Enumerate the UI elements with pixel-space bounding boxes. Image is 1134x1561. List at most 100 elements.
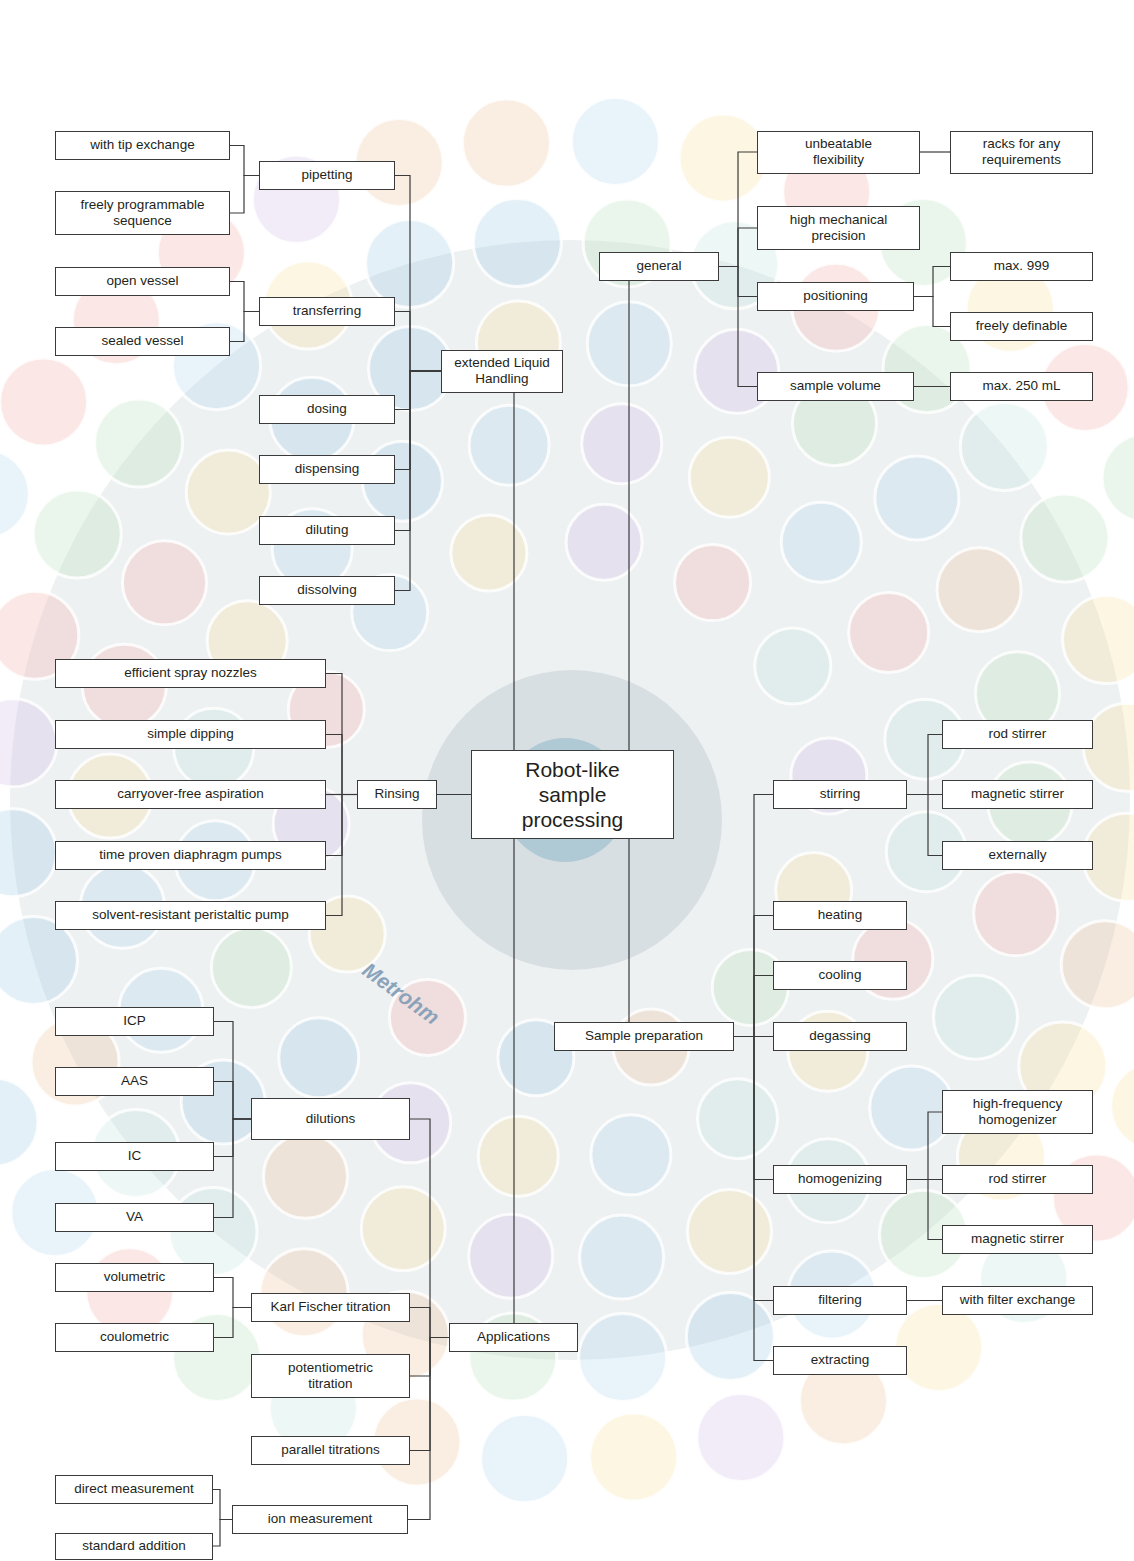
topic-box: magnetic stirrer: [942, 780, 1093, 809]
node-text: high-frequency homogenizer: [948, 1096, 1087, 1128]
connector-line: [326, 795, 357, 916]
node-text: standard addition: [82, 1538, 186, 1554]
connector-line: [213, 1520, 232, 1547]
topic-box: sample volume: [757, 372, 914, 401]
vial: [590, 1413, 678, 1501]
topic-box: dosing: [259, 395, 395, 424]
connector-line: [214, 1278, 251, 1308]
node-text: AAS: [121, 1073, 148, 1089]
node-text: max. 250 mL: [982, 378, 1060, 394]
topic-box: with filter exchange: [942, 1286, 1093, 1315]
node-text: transferring: [293, 303, 361, 319]
connector-line: [513, 393, 514, 751]
vial: [123, 541, 207, 625]
connector-line: [395, 371, 441, 470]
topic-box: ICP: [55, 1007, 214, 1036]
connector-line: [395, 371, 441, 531]
vial: [582, 404, 662, 484]
connector-line: [734, 916, 773, 1037]
vial: [0, 809, 56, 897]
connector-line: [214, 1082, 251, 1120]
topic-box: volumetric: [55, 1263, 214, 1292]
vial: [264, 1134, 348, 1218]
node-text: unbeatable flexibility: [786, 136, 891, 168]
vial: [1102, 434, 1134, 522]
vial: [580, 1215, 664, 1299]
topic-box: max. 999: [950, 252, 1093, 281]
connector-line: [719, 267, 757, 387]
node-text: positioning: [803, 288, 868, 304]
topic-box: general: [599, 252, 719, 281]
node-text: max. 999: [994, 258, 1050, 274]
topic-box: freely definable: [950, 312, 1093, 341]
vial: [478, 1116, 558, 1196]
connector-line: [395, 176, 441, 372]
topic-box: externally: [942, 841, 1093, 870]
topic-box: ion measurement: [232, 1505, 408, 1534]
connector-line: [230, 282, 259, 312]
node-text: parallel titrations: [281, 1442, 379, 1458]
connector-line: [628, 281, 629, 750]
vial: [0, 1078, 38, 1166]
vial: [937, 548, 1021, 632]
tray-hub: [422, 670, 722, 970]
connector-line: [907, 1180, 942, 1240]
topic-box: simple dipping: [55, 720, 326, 749]
topic-box: homogenizing: [773, 1165, 907, 1194]
vial: [0, 450, 29, 538]
vial: [1021, 494, 1109, 582]
vial-rings: [0, 98, 1134, 1503]
topic-box: extracting: [773, 1346, 907, 1375]
node-text: degassing: [809, 1028, 871, 1044]
topic-box: diluting: [259, 516, 395, 545]
vial: [755, 628, 831, 704]
node-text: freely definable: [976, 318, 1068, 334]
vial: [451, 515, 527, 591]
connector-line: [230, 176, 259, 214]
vial: [0, 699, 57, 787]
topic-box: stirring: [773, 780, 907, 809]
topic-box: positioning: [757, 282, 914, 311]
node-text: dosing: [307, 401, 347, 417]
node-text: time proven diaphragm pumps: [99, 847, 281, 863]
topic-box: sealed vessel: [55, 327, 230, 356]
connector-line: [395, 371, 441, 591]
vial: [481, 1414, 569, 1502]
topic-box: with tip exchange: [55, 131, 230, 160]
node-text: dissolving: [297, 582, 356, 598]
vial: [679, 114, 767, 202]
vial: [469, 1214, 553, 1298]
topic-box: potentiometric titration: [251, 1354, 410, 1398]
node-text: VA: [126, 1209, 143, 1225]
topic-box: high mechanical precision: [757, 206, 920, 250]
connector-line: [628, 839, 629, 1022]
vial: [698, 1079, 778, 1159]
vial: [1061, 921, 1134, 1009]
central-topic-box: Robot-like sample processing: [471, 750, 674, 839]
node-text: racks for any requirements: [956, 136, 1087, 168]
node-text: diluting: [306, 522, 349, 538]
vial: [566, 504, 642, 580]
vial: [781, 502, 861, 582]
topic-box: pipetting: [259, 161, 395, 190]
node-text: pipetting: [301, 167, 352, 183]
node-text: rod stirrer: [989, 1171, 1047, 1187]
topic-box: rod stirrer: [942, 720, 1093, 749]
connector-line: [914, 267, 950, 297]
connector-line: [719, 152, 757, 267]
node-text: dilutions: [306, 1111, 356, 1127]
node-text: IC: [128, 1148, 142, 1164]
topic-box: max. 250 mL: [950, 372, 1093, 401]
topic-box: standard addition: [55, 1533, 213, 1560]
connector-line: [437, 794, 471, 795]
topic-box: dispensing: [259, 455, 395, 484]
node-text: magnetic stirrer: [971, 1231, 1064, 1247]
topic-box: magnetic stirrer: [942, 1225, 1093, 1254]
node-text: general: [636, 258, 681, 274]
vial: [675, 545, 751, 621]
vial: [895, 1303, 983, 1391]
topic-box: filtering: [773, 1286, 907, 1315]
topic-box: IC: [55, 1142, 214, 1171]
vial: [571, 98, 659, 186]
